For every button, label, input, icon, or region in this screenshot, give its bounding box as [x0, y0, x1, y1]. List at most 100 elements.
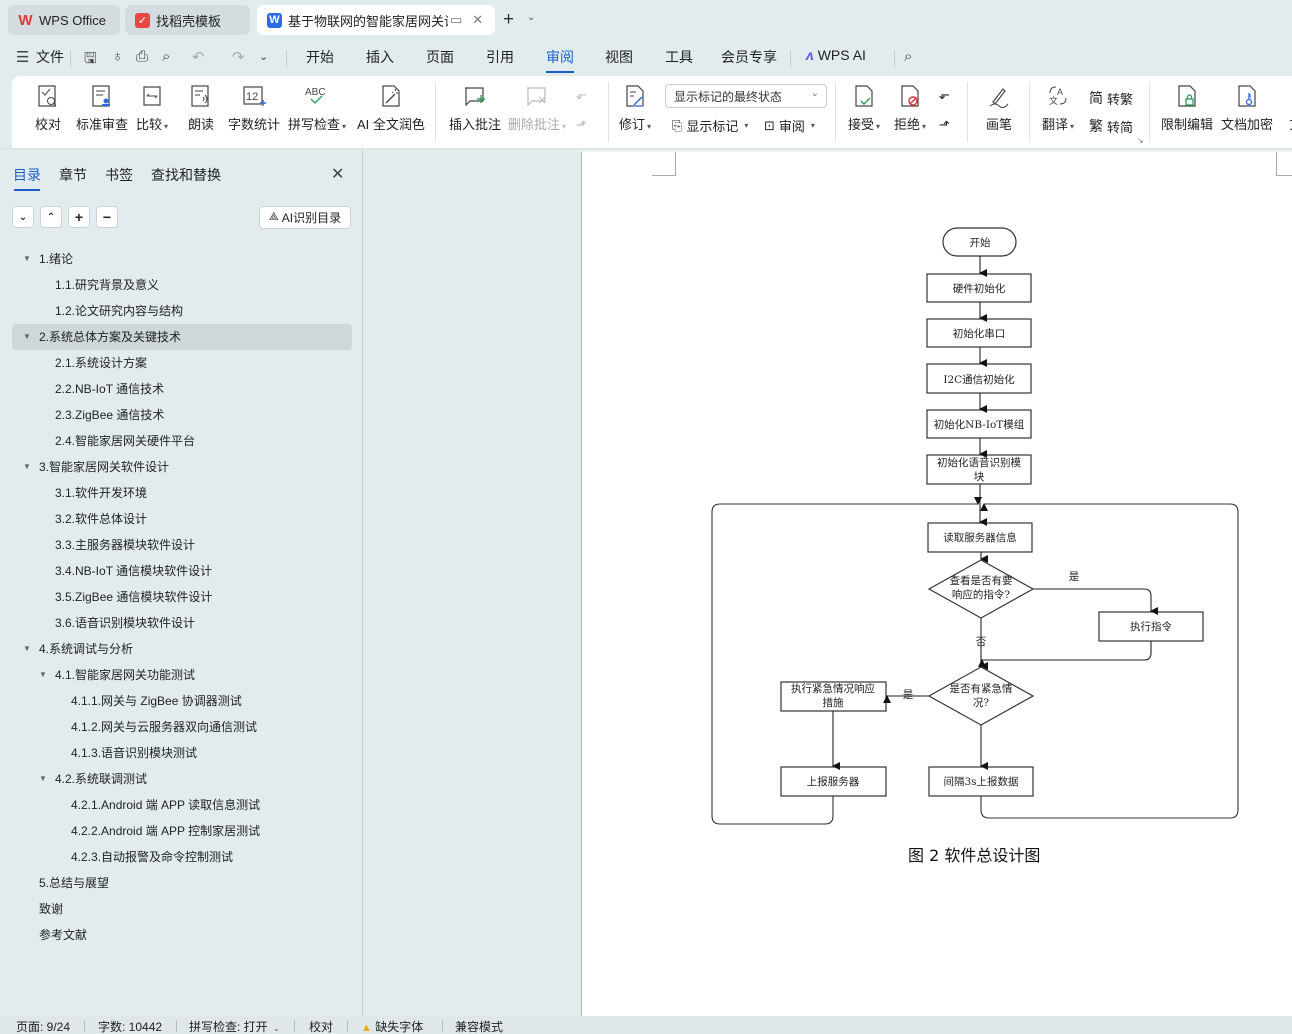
previous-change-icon[interactable]: ⬐ — [939, 87, 950, 102]
menu-file[interactable]: 文件 — [36, 49, 64, 65]
toc-item[interactable]: 4.2.1.Android 端 APP 读取信息测试 — [12, 792, 352, 818]
expand-toggle-icon[interactable]: ▼ — [23, 332, 31, 341]
toc-item[interactable]: 致谢 — [12, 896, 352, 922]
toc-item[interactable]: 2.1.系统设计方案 — [12, 350, 352, 376]
nav-tab-sections[interactable]: 章节 — [59, 167, 87, 183]
screen-icon[interactable]: ▭ — [450, 12, 463, 27]
menu-tab-member[interactable]: 会员专享 — [721, 49, 777, 65]
toc-item[interactable]: 5.总结与展望 — [12, 870, 352, 896]
toc-item[interactable]: 4.2.2.Android 端 APP 控制家居测试 — [12, 818, 352, 844]
toc-item[interactable]: ▼4.1.智能家居网关功能测试 — [12, 662, 352, 688]
show-markup-button[interactable]: ⎘ 显示标记▾ — [672, 117, 749, 135]
tab-document[interactable]: W 基于物联网的智能家居网关设 ▭ ✕ — [257, 5, 495, 35]
word-count-button[interactable]: 12 字数统计 — [228, 82, 280, 133]
toc-item[interactable]: 3.1.软件开发环境 — [12, 480, 352, 506]
toc-item[interactable]: 2.3.ZigBee 通信技术 — [12, 402, 352, 428]
menu-tab-view[interactable]: 视图 — [605, 49, 633, 65]
word-count[interactable]: 字数: 10442 — [98, 1020, 163, 1034]
hamburger-icon[interactable]: ☰ — [16, 49, 30, 66]
spell-check-status[interactable]: 拼写检查: 打开 ⌄ — [189, 1018, 280, 1034]
delete-comment-button[interactable]: 删除批注▾ — [508, 82, 566, 133]
expand-toggle-icon[interactable]: ▼ — [23, 644, 31, 653]
doc-more-button[interactable]: 文 — [1282, 82, 1292, 133]
menu-tab-page[interactable]: 页面 — [426, 49, 454, 65]
to-simplified-button[interactable]: 繁 转简 — [1089, 116, 1133, 136]
expand-toggle-icon[interactable]: ▼ — [39, 774, 47, 783]
search-icon[interactable]: ⌕ — [904, 48, 913, 65]
page-indicator[interactable]: 页面: 9/24 — [16, 1020, 71, 1034]
toc-item[interactable]: ▼3.智能家居网关软件设计 — [12, 454, 352, 480]
toc-item[interactable]: 3.2.软件总体设计 — [12, 506, 352, 532]
proofread-status[interactable]: 校对 — [309, 1020, 334, 1034]
toc-item[interactable]: 2.4.智能家居网关硬件平台 — [12, 428, 352, 454]
toc-item[interactable]: 3.5.ZigBee 通信模块软件设计 — [12, 584, 352, 610]
expand-toggle-icon[interactable]: ▼ — [39, 670, 47, 679]
tab-daoke-templates[interactable]: ✓ 找稻壳模板 — [125, 5, 250, 35]
print-preview-icon[interactable]: ⌕ — [162, 48, 171, 65]
toc-item[interactable]: ▼4.系统调试与分析 — [12, 636, 352, 662]
nav-tab-find-replace[interactable]: 查找和替换 — [151, 167, 221, 183]
restrict-edit-button[interactable]: 限制编辑 — [1161, 82, 1213, 133]
more-dropdown-icon[interactable]: ⌄ — [259, 51, 269, 63]
tab-list-dropdown-icon[interactable]: ⌄ — [527, 12, 536, 23]
previous-comment-icon[interactable]: ⬐ — [576, 87, 587, 102]
read-aloud-button[interactable]: 朗读 — [187, 82, 215, 133]
close-pane-icon[interactable]: ✕ — [331, 166, 345, 183]
ai-polish-button[interactable]: AI 全文润色 — [357, 82, 425, 133]
toc-item[interactable]: 1.2.论文研究内容与结构 — [12, 298, 352, 324]
insert-comment-button[interactable]: 插入批注 — [449, 82, 501, 133]
toc-item[interactable]: 4.1.3.语音识别模块测试 — [12, 740, 352, 766]
toc-item[interactable]: ▼1.绪论 — [12, 246, 352, 272]
menu-tab-insert[interactable]: 插入 — [366, 49, 394, 65]
tab-wps-office[interactable]: W WPS Office — [8, 5, 120, 35]
toc-item[interactable]: 4.2.3.自动报警及命令控制测试 — [12, 844, 352, 870]
doc-encrypt-button[interactable]: 文档加密 — [1221, 82, 1273, 133]
toc-item[interactable]: 1.1.研究背景及意义 — [12, 272, 352, 298]
accept-button[interactable]: 接受▾ — [848, 82, 880, 133]
redo-icon[interactable]: ↷ — [232, 49, 245, 66]
expand-all-button[interactable]: ⌄ — [12, 206, 34, 228]
review-pane-button[interactable]: ⊡ 审阅▾ — [764, 117, 815, 135]
toc-item[interactable]: 3.3.主服务器模块软件设计 — [12, 532, 352, 558]
share-icon[interactable]: ♁ — [112, 48, 124, 65]
print-icon[interactable]: ⎙ — [136, 48, 149, 65]
new-tab-button[interactable]: + — [503, 9, 515, 30]
nav-tab-bookmarks[interactable]: 书签 — [105, 167, 133, 183]
toc-item[interactable]: 参考文献 — [12, 922, 352, 948]
menu-tab-review[interactable]: 审阅 — [546, 49, 574, 73]
undo-icon[interactable]: ↶ — [192, 49, 205, 66]
next-comment-icon[interactable]: ⬏ — [576, 117, 587, 132]
next-change-icon[interactable]: ⬏ — [939, 117, 950, 132]
toc-item[interactable]: ▼2.系统总体方案及关键技术 — [12, 324, 352, 350]
proofread-button[interactable]: 校对 — [34, 82, 62, 133]
toc-item[interactable]: ▼4.2.系统联调测试 — [12, 766, 352, 792]
menu-tab-tools[interactable]: 工具 — [665, 49, 693, 65]
add-heading-button[interactable]: + — [68, 206, 90, 228]
markup-mode-select[interactable]: 显示标记的最终状态 ⌄ — [665, 84, 827, 108]
save-icon[interactable]: 🖫 — [84, 50, 97, 67]
reject-button[interactable]: 拒绝▾ — [894, 82, 926, 133]
toc-item[interactable]: 3.4.NB-IoT 通信模块软件设计 — [12, 558, 352, 584]
pen-button[interactable]: 画笔 — [985, 82, 1013, 133]
track-changes-button[interactable]: 修订▾ — [619, 82, 651, 133]
spell-check-button[interactable]: ABC 拼写检查▾ — [288, 82, 346, 133]
toc-item[interactable]: 4.1.2.网关与云服务器双向通信测试 — [12, 714, 352, 740]
to-traditional-button[interactable]: 简 转繁 — [1089, 88, 1133, 108]
wps-ai-button[interactable]: ʌ WPS AI — [806, 47, 866, 63]
menu-tab-home[interactable]: 开始 — [306, 49, 334, 65]
expand-toggle-icon[interactable]: ▼ — [23, 462, 31, 471]
toc-item[interactable]: 4.1.1.网关与 ZigBee 协调器测试 — [12, 688, 352, 714]
dialog-launcher-icon[interactable]: ↘ — [1137, 136, 1144, 145]
ai-toc-button[interactable]: ⟁ AI识别目录 — [259, 206, 351, 229]
remove-heading-button[interactable]: − — [96, 206, 118, 228]
close-tab-icon[interactable]: ✕ — [472, 12, 484, 27]
toc-item[interactable]: 3.6.语音识别模块软件设计 — [12, 610, 352, 636]
nav-tab-toc[interactable]: 目录 — [13, 167, 41, 191]
missing-font-status[interactable]: ▲ 缺失字体 — [361, 1018, 423, 1034]
toc-item[interactable]: 2.2.NB-IoT 通信技术 — [12, 376, 352, 402]
compare-button[interactable]: 比较▾ — [136, 82, 168, 133]
standard-review-button[interactable]: 标准审查 — [76, 82, 128, 133]
expand-toggle-icon[interactable]: ▼ — [23, 254, 31, 263]
menu-tab-references[interactable]: 引用 — [486, 49, 514, 65]
